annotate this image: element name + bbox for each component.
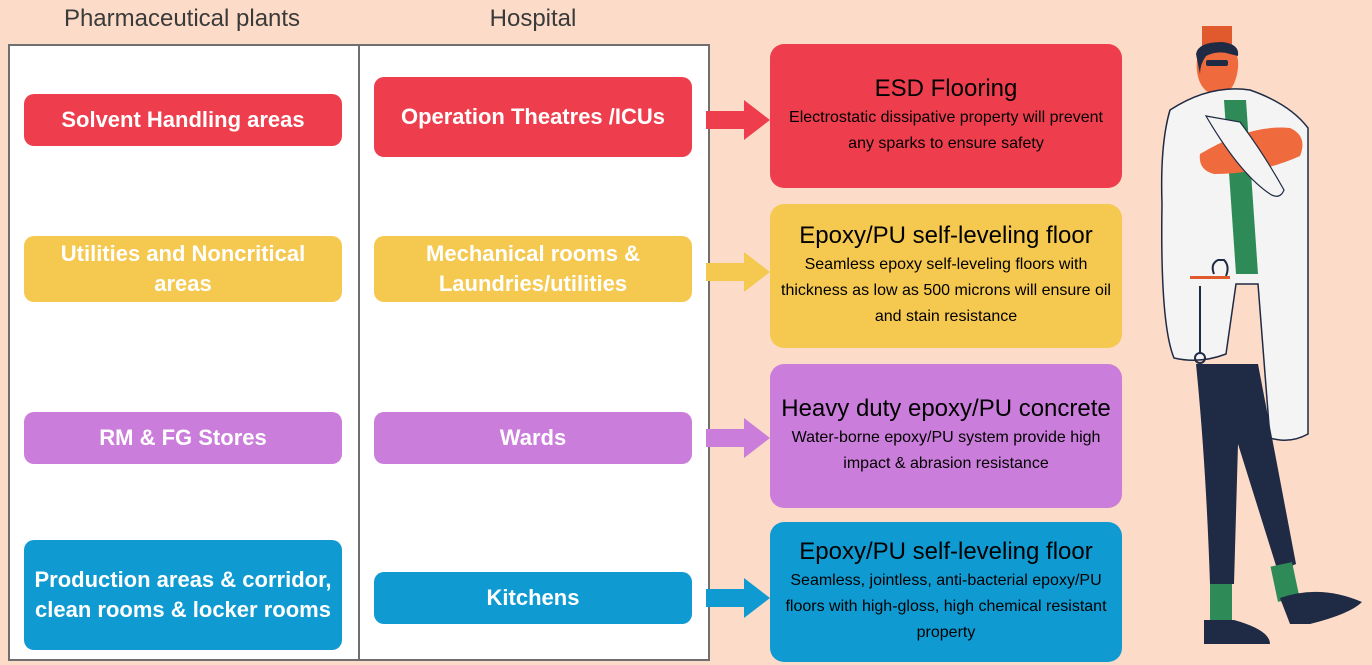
hospital-area-operation-theatres: Operation Theatres /ICUs	[374, 77, 692, 157]
solution-description: Electrostatic dissipative property will …	[789, 109, 1103, 152]
arrow-right-icon	[706, 418, 770, 458]
solution-description: Water-borne epoxy/PU system provide high…	[791, 429, 1101, 472]
pharma-area-stores: RM & FG Stores	[24, 412, 342, 464]
hospital-area-kitchens: Kitchens	[374, 572, 692, 624]
arrow-right-icon	[706, 252, 770, 292]
arrow-right-icon	[706, 578, 770, 618]
solution-description: Seamless, jointless, anti-bacterial epox…	[785, 572, 1107, 641]
hospital-column-title: Hospital	[489, 5, 577, 32]
hospital-area-mechanical-rooms: Mechanical rooms & Laundries/utilities	[374, 236, 692, 302]
solution-title: Epoxy/PU self-leveling floor	[799, 538, 1093, 565]
hospital-area-wards: Wards	[374, 412, 692, 464]
pharma-area-utilities: Utilities and Noncritical areas	[24, 236, 342, 302]
solution-description: Seamless epoxy self-leveling floors with…	[781, 256, 1111, 325]
doctor-illustration-icon	[1160, 26, 1362, 644]
solution-card-esd: ESD Flooring Electrostatic dissipative p…	[770, 44, 1122, 188]
pharma-area-production: Production areas & corridor, clean rooms…	[24, 540, 342, 650]
pharma-area-solvent-handling: Solvent Handling areas	[24, 94, 342, 146]
solution-title: ESD Flooring	[874, 75, 1018, 102]
solution-card-anti-bacterial: Epoxy/PU self-leveling floor Seamless, j…	[770, 522, 1122, 662]
pharma-column-title: Pharmaceutical plants	[63, 5, 301, 32]
arrow-right-icon	[706, 100, 770, 140]
solution-title: Epoxy/PU self-leveling floor	[799, 222, 1093, 249]
solution-card-self-leveling: Epoxy/PU self-leveling floor Seamless ep…	[770, 204, 1122, 348]
solution-card-heavy-duty: Heavy duty epoxy/PU concrete Water-borne…	[770, 364, 1122, 508]
solution-title: Heavy duty epoxy/PU concrete	[781, 395, 1111, 422]
